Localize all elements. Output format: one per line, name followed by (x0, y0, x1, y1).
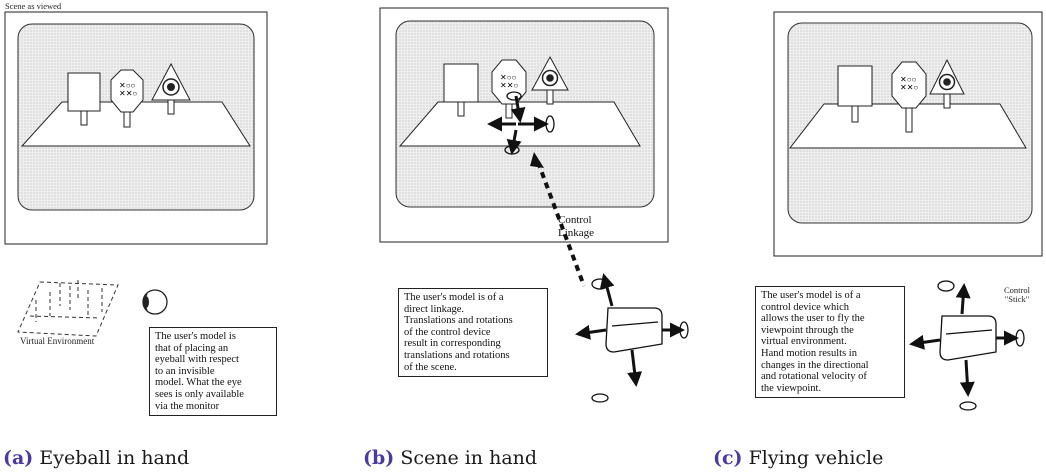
eyeball-icon (142, 289, 168, 315)
square-sign (67, 72, 101, 112)
octagon-sign (110, 69, 144, 113)
caption-c: (c) Flying vehicle (713, 447, 883, 469)
octagon-sign (891, 61, 927, 109)
svg-text:✕✕○: ✕✕○ (119, 89, 137, 98)
square-sign (443, 63, 479, 103)
control-label-line2: Linkage (558, 227, 595, 239)
svg-text:✕✕○: ✕✕○ (900, 83, 918, 92)
caption-a: (a) Eyeball in hand (3, 447, 189, 469)
caption-tag: (a) (3, 447, 34, 469)
control-linkage-line (536, 161, 586, 287)
panel-c-diagram: ✕○○ ✕✕○ (773, 11, 1043, 411)
control-label-line2: "Stick" (1004, 294, 1030, 304)
panel-flying-vehicle: ✕○○ ✕✕○ Control "Stick" The user (710, 0, 1046, 476)
caption-tag: (c) (713, 447, 743, 469)
square-sign (837, 65, 873, 107)
caption-text: Flying vehicle (748, 447, 884, 469)
svg-text:✕○○: ✕○○ (119, 81, 136, 90)
caption-text: Scene in hand (400, 447, 538, 469)
svg-text:✕○○: ✕○○ (500, 73, 517, 82)
caption-b: (b) Scene in hand (363, 447, 537, 469)
user-model-description: The user's model is of a control device … (755, 286, 905, 399)
virtual-environment-label: Virtual Environment (20, 336, 95, 346)
control-stick-icon (909, 280, 1025, 411)
caption-text: Eyeball in hand (39, 447, 190, 469)
svg-text:✕✕○: ✕✕○ (500, 81, 518, 90)
panel-b-diagram: ✕○○ ✕✕○ (379, 7, 689, 403)
control-label-line1: Control (558, 214, 592, 226)
control-device-icon (575, 273, 689, 403)
panel-scene-in-hand: ✕○○ ✕✕○ (360, 0, 700, 476)
control-label-line1: Control (1004, 285, 1030, 295)
panel-eyeball-in-hand: ✕○○ ✕✕○ Scene as viewed Virtual Environm… (0, 0, 350, 476)
control-linkage-label: Control Linkage (558, 214, 594, 240)
scene-as-viewed-label: Scene as viewed (5, 1, 62, 11)
dashed-virtual-environment (17, 280, 119, 337)
control-stick-label: Control "Stick" (1004, 286, 1030, 304)
panel-a-diagram: ✕○○ ✕✕○ (4, 11, 268, 337)
caption-tag: (b) (363, 447, 395, 469)
user-model-description: The user's model is of a direct linkage.… (398, 288, 548, 378)
user-model-description: The user's model is that of placing an e… (149, 327, 277, 417)
svg-text:✕○○: ✕○○ (900, 75, 917, 84)
